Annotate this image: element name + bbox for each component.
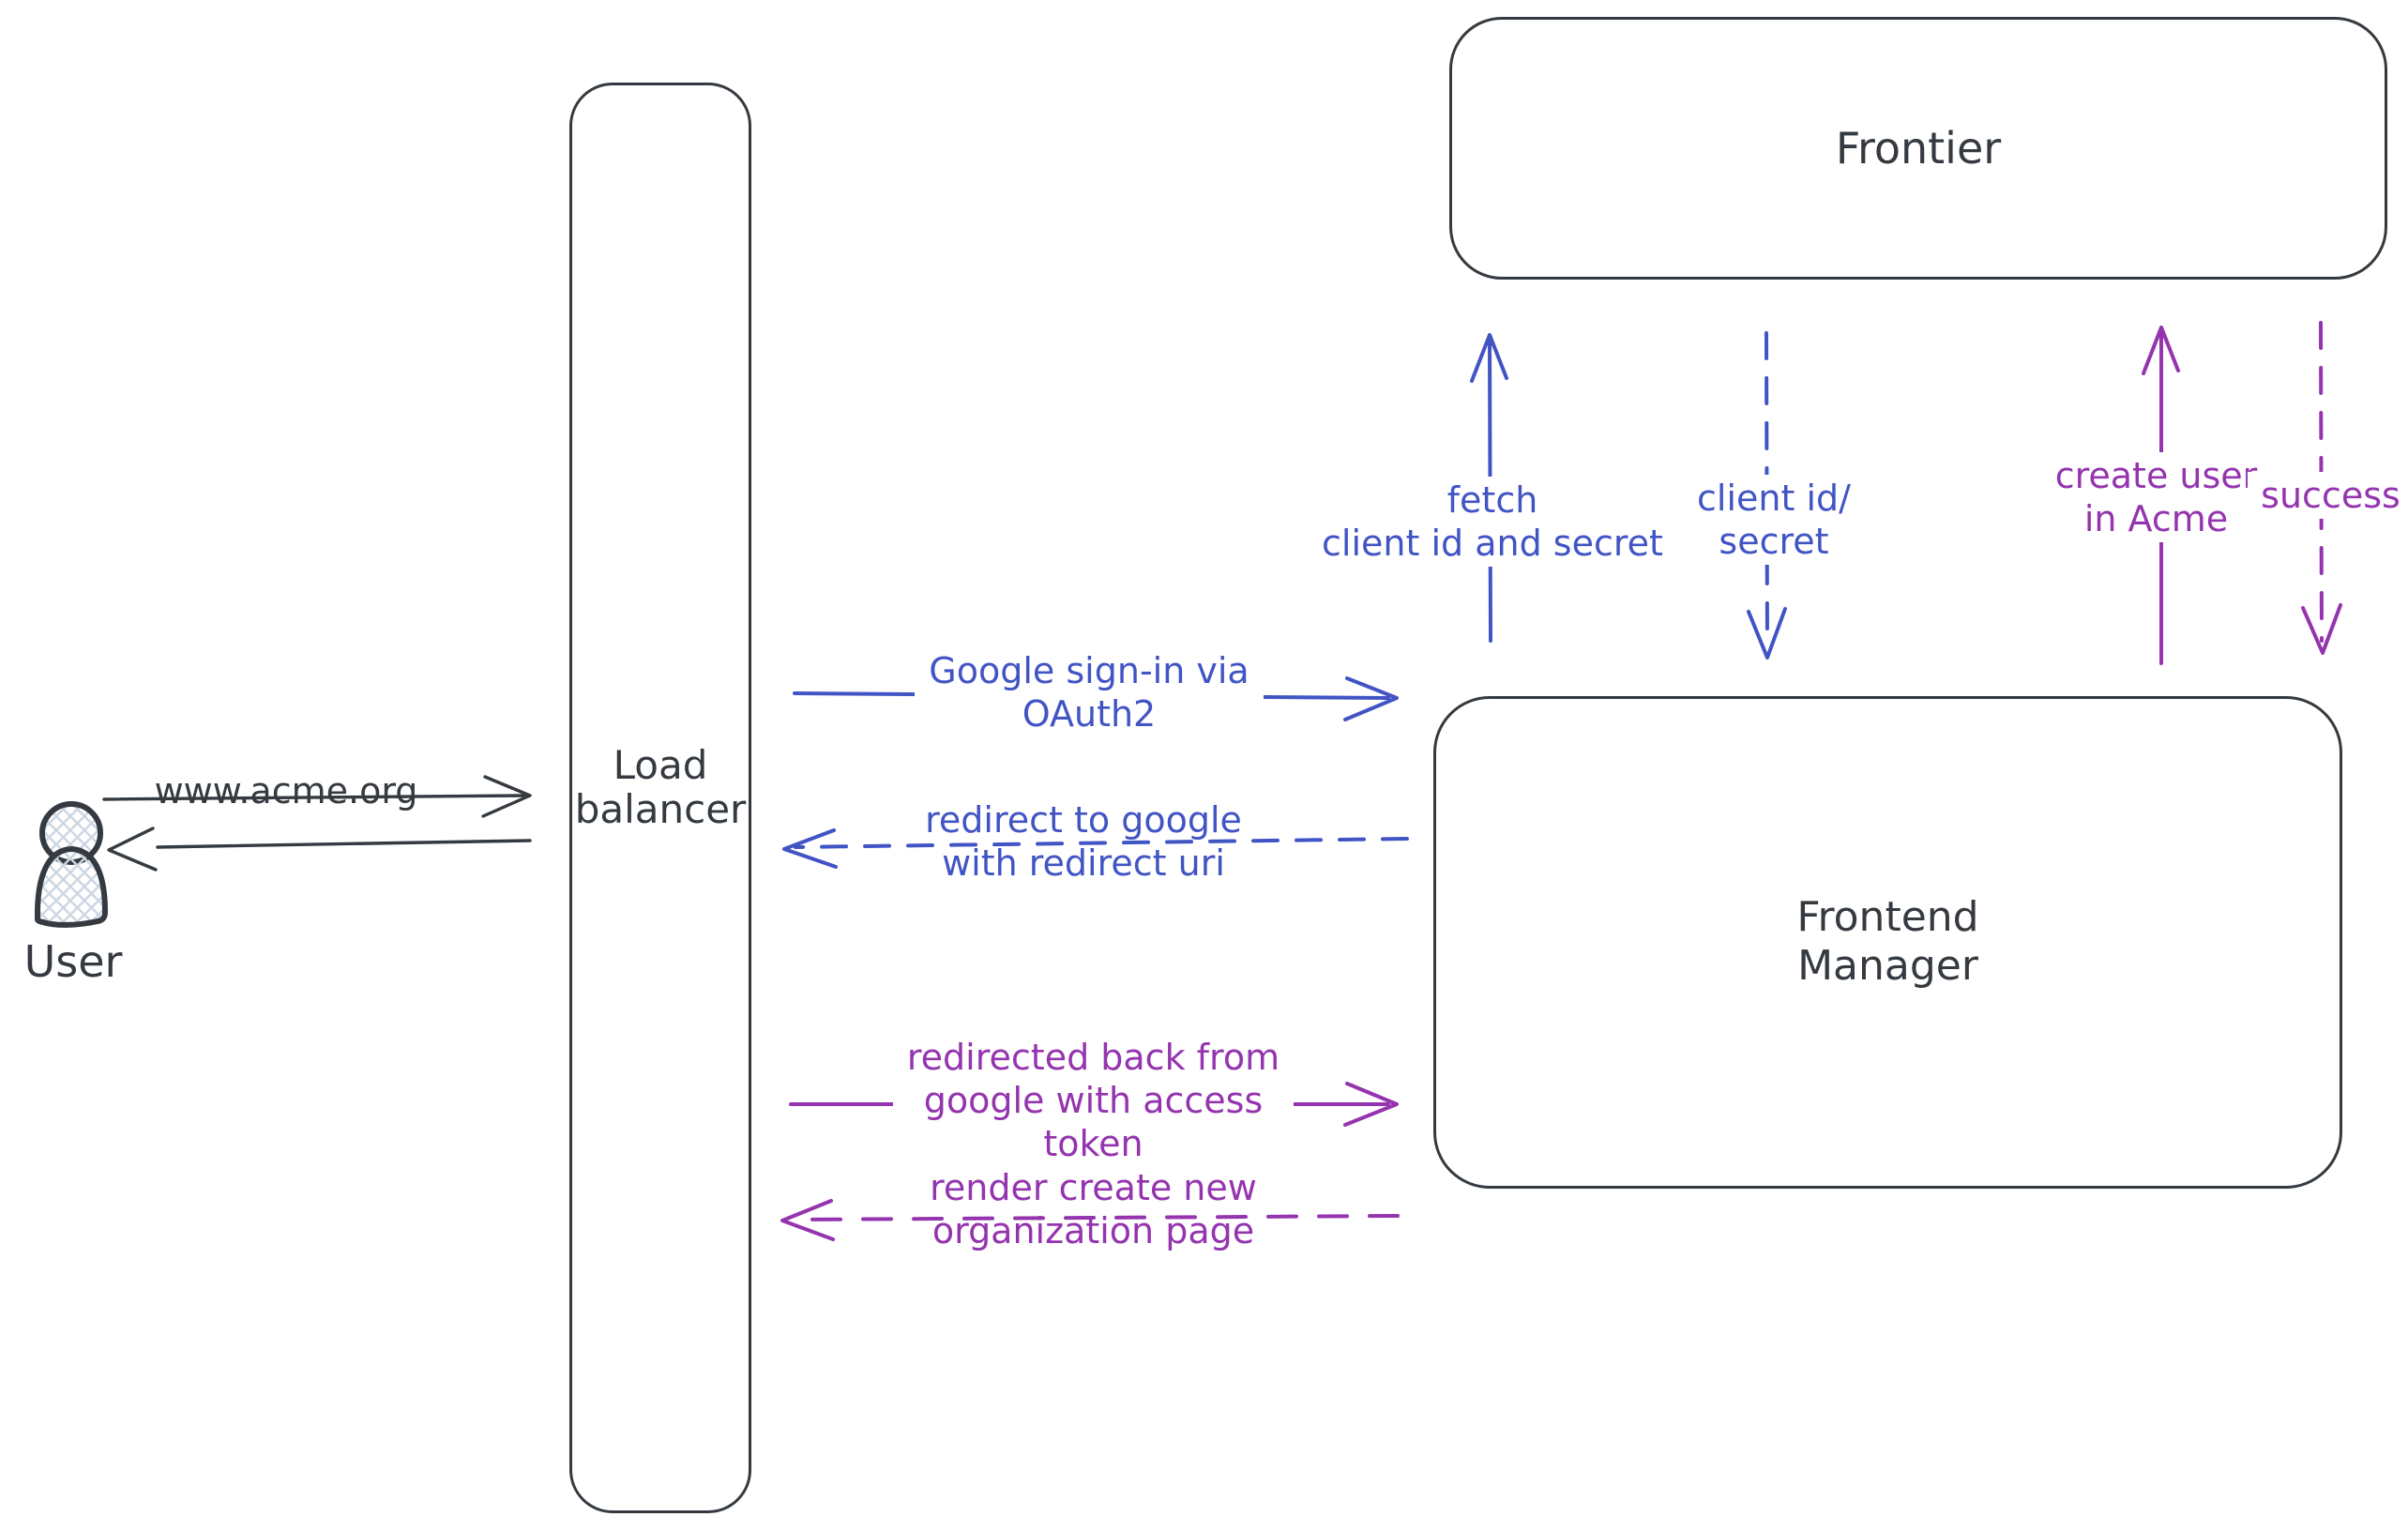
arrow-www-acme-head	[481, 775, 532, 818]
edge-label-create-user-line2: in Acme	[2083, 498, 2229, 539]
arrow-return-line	[156, 839, 532, 849]
frontier-label: Frontier	[1835, 123, 2002, 174]
edge-label-render-page-line1: render create new	[930, 1167, 1257, 1208]
edge-label-redirected-back-line3: token	[1043, 1123, 1143, 1164]
arrow-www-acme	[102, 775, 532, 818]
arrow-success-head	[2301, 603, 2342, 655]
arrow-render-line	[792, 1214, 1400, 1221]
arrow-redirect-google	[782, 828, 1409, 869]
edge-label-fetch-line2: client id and secret	[1322, 523, 1663, 564]
edge-label-www-acme: www.acme.org	[154, 770, 418, 812]
frontier-box	[1449, 17, 2387, 280]
frontend-manager-label: Frontend Manager	[1433, 893, 2342, 991]
frontend-manager-label-line2: Manager	[1797, 942, 1978, 990]
edge-label-create-user-line1: create user	[2054, 455, 2258, 496]
arrow-create-user-head	[2142, 326, 2180, 375]
edge-label-success: success	[2248, 472, 2408, 519]
arrow-client-id-head	[1747, 607, 1787, 660]
arrow-render-head	[780, 1199, 835, 1241]
edge-label-redirected-back: redirected back from google with access …	[893, 1034, 1294, 1167]
edge-label-redirected-back-line2: google with access	[923, 1080, 1264, 1121]
edge-label-create-user: create user in Acme	[2036, 452, 2277, 542]
edge-label-google-signin-line2: OAuth2	[1022, 693, 1157, 735]
user-body	[34, 846, 108, 928]
edge-label-client-id-line2: secret	[1719, 521, 1829, 562]
frontend-manager-box	[1433, 696, 2342, 1189]
edge-label-google-signin-line1: Google sign-in via	[929, 650, 1249, 691]
arrow-www-acme-line	[102, 794, 527, 801]
edge-label-client-id-line1: client id/	[1697, 478, 1851, 519]
edge-label-redirect-line2: with redirect uri	[942, 842, 1225, 884]
edge-label-redirect: redirect to google with redirect uri	[901, 798, 1266, 885]
arrow-redirected-back-head	[1343, 1082, 1399, 1127]
edge-label-redirected-back-line1: redirected back from	[906, 1037, 1280, 1078]
load-balancer-label-line2: balancer	[574, 786, 747, 833]
user-label: User	[23, 936, 123, 987]
user-icon	[34, 801, 108, 928]
arrow-google-signin-head	[1343, 676, 1399, 721]
arrow-redirect-head	[782, 828, 838, 869]
edge-label-client-id: client id/ secret	[1674, 475, 1873, 565]
frontend-manager-label-line1: Frontend	[1796, 893, 1979, 941]
load-balancer-label: Load balancer	[569, 743, 751, 831]
edge-label-google-signin: Google sign-in via OAuth2	[915, 647, 1264, 737]
arrow-return-head	[107, 827, 158, 872]
arrow-return-to-user	[107, 827, 532, 872]
load-balancer-label-line1: Load	[613, 742, 708, 788]
edge-label-fetch: fetch client id and secret	[1299, 477, 1686, 567]
arrow-redirect-line	[794, 837, 1409, 849]
arrow-render-page	[780, 1199, 1400, 1241]
edge-label-render-page: render create new organization page	[899, 1166, 1288, 1252]
load-balancer-box	[569, 83, 751, 1513]
arrow-fetch-head	[1470, 333, 1508, 383]
edge-label-fetch-line1: fetch	[1446, 479, 1538, 521]
edge-label-render-page-line2: organization page	[931, 1210, 1255, 1251]
edge-label-redirect-line1: redirect to google	[925, 799, 1242, 841]
